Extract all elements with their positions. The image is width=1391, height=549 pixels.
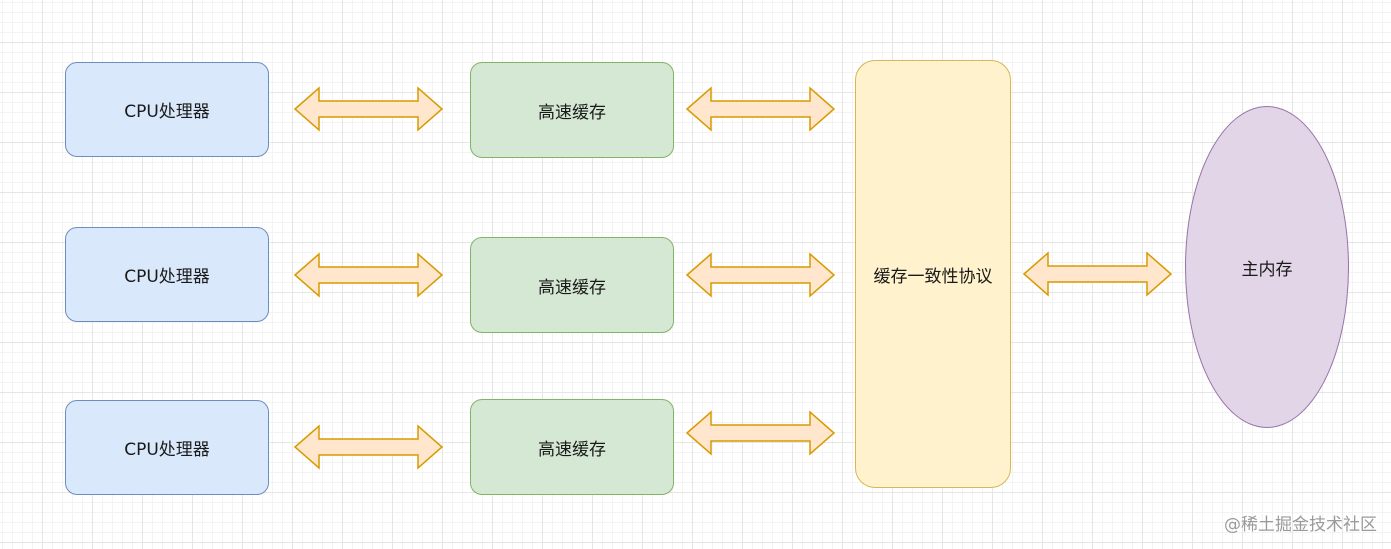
main-memory-label: 主内存 — [1241, 259, 1293, 280]
main-memory: 主内存 — [1185, 106, 1349, 428]
cache-2: 高速缓存 — [470, 237, 674, 333]
cpu-processor-1: CPU处理器 — [65, 62, 269, 157]
cpu-processor-3: CPU处理器 — [65, 400, 269, 495]
arrow-cpu3-cache3 — [293, 424, 444, 470]
arrow-cpu1-cache1 — [293, 86, 444, 132]
arrow-cpu2-cache2 — [293, 252, 444, 298]
cpu-processor-3-label: CPU处理器 — [124, 440, 210, 460]
cache-3: 高速缓存 — [470, 399, 674, 495]
cpu-processor-2: CPU处理器 — [65, 227, 269, 322]
cache-1-label: 高速缓存 — [538, 102, 606, 123]
cache-2-label: 高速缓存 — [538, 277, 606, 298]
cache-1: 高速缓存 — [470, 62, 674, 158]
cpu-processor-1-label: CPU处理器 — [124, 102, 210, 122]
arrow-cache1-protocol — [685, 86, 836, 132]
cpu-processor-2-label: CPU处理器 — [124, 267, 210, 287]
arrow-cache2-protocol — [685, 252, 836, 298]
watermark: @稀土掘金技术社区 — [1224, 515, 1377, 535]
protocol-label: 缓存一致性协议 — [873, 266, 993, 287]
arrow-cache3-protocol — [685, 410, 836, 456]
cache-3-label: 高速缓存 — [538, 439, 606, 460]
arrow-protocol-memory — [1022, 251, 1173, 297]
cache-coherence-protocol: 缓存一致性协议 — [855, 60, 1011, 488]
